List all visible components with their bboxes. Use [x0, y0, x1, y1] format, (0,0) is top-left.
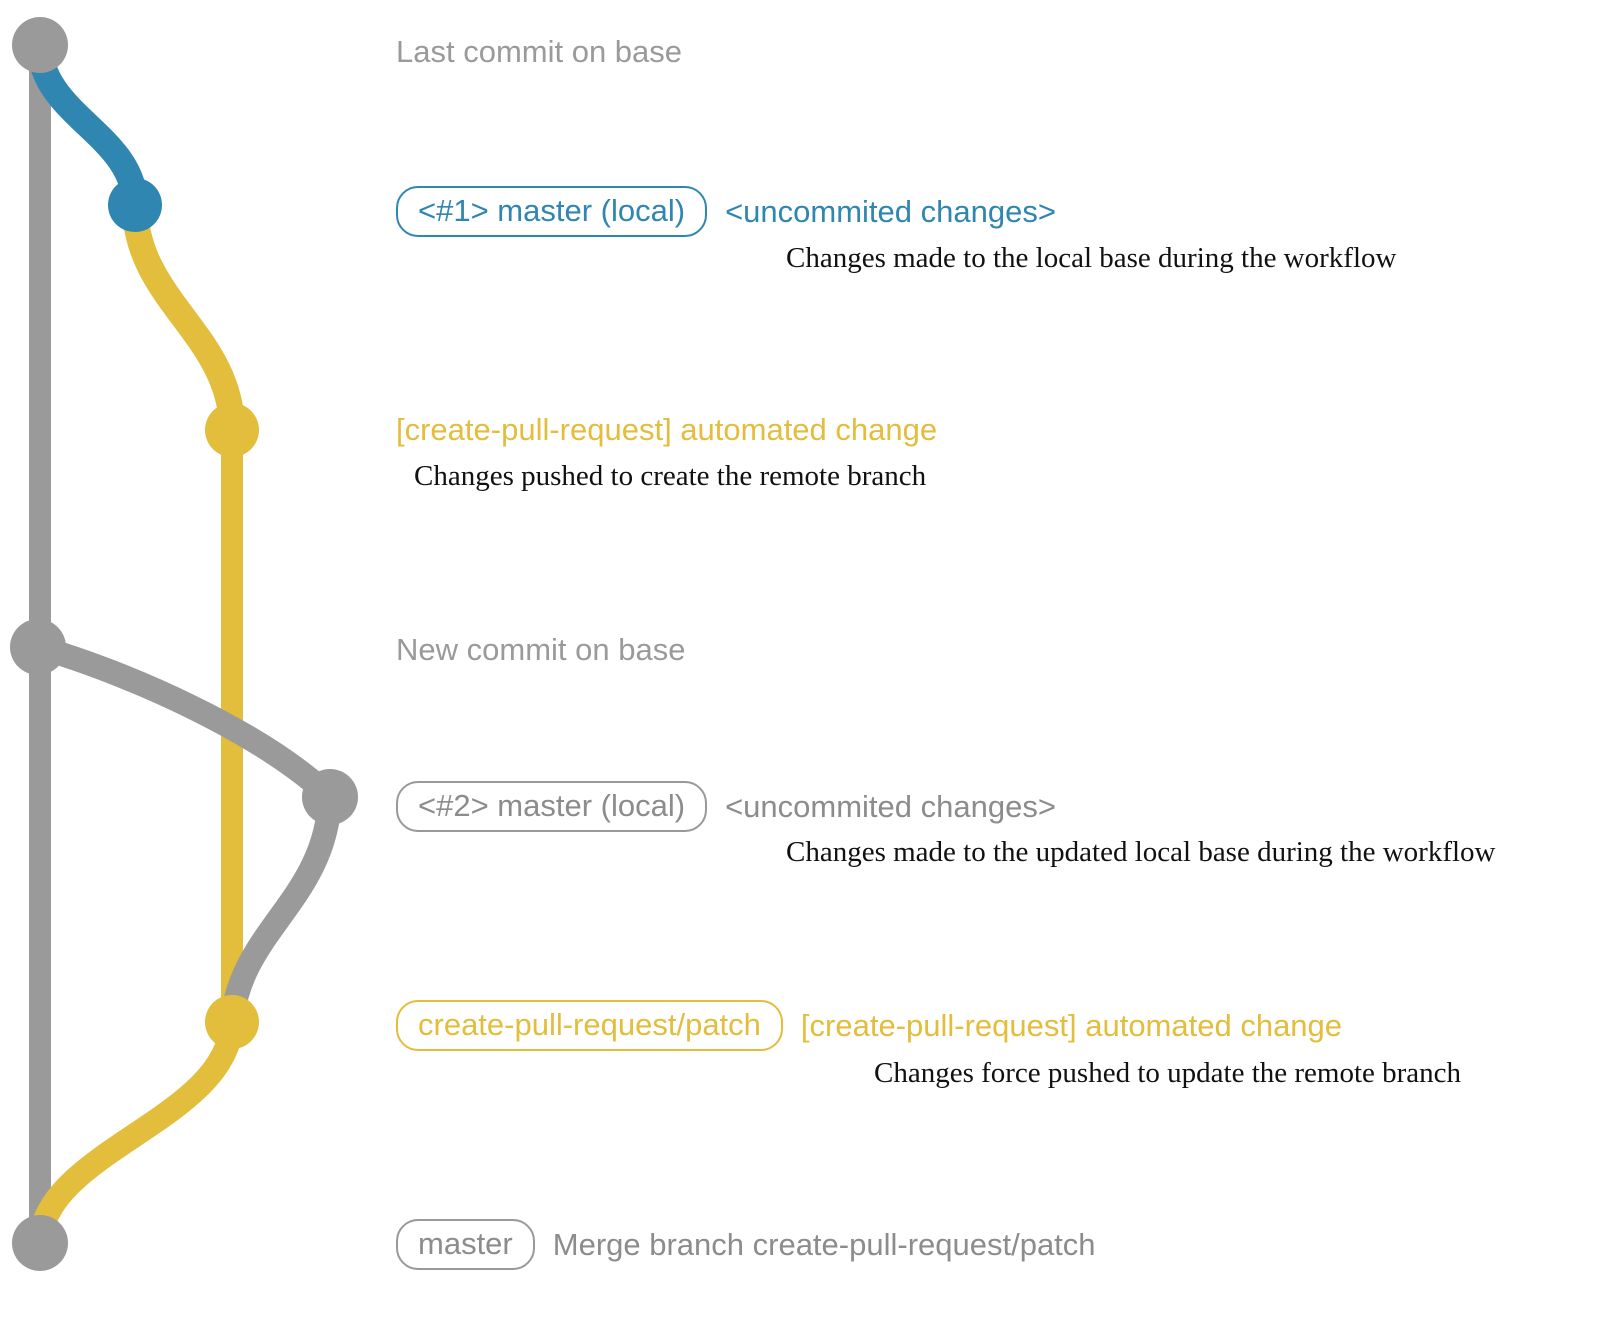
commit-node-patch-branch[interactable] [205, 995, 259, 1049]
commit-subject-master-merge: Merge branch create-pull-request/patch [552, 1227, 1096, 1262]
branch-badge-master-local-2[interactable]: <#2> master (local) [396, 781, 708, 832]
headline-last-commit-on-base: Last commit on base [396, 34, 683, 69]
commit-node-master-local-2[interactable] [302, 769, 358, 825]
commit-node-new-commit-on-base[interactable] [10, 619, 66, 675]
row-master-local-1: <#1> master (local) <uncommited changes> [396, 186, 1056, 237]
commit-subject-master-local-1: <uncommited changes> [725, 194, 1056, 229]
branch-badge-master-local-1[interactable]: <#1> master (local) [396, 186, 708, 237]
headline-new-commit-on-base: New commit on base [396, 632, 686, 667]
commit-subject-master-local-2: <uncommited changes> [725, 789, 1056, 824]
commit-node-automated-change-1[interactable] [205, 403, 259, 457]
note-master-local-1: Changes made to the local base during th… [786, 242, 1397, 274]
note-patch-branch: Changes force pushed to update the remot… [874, 1057, 1462, 1089]
headline-automated-change-1: [create-pull-request] automated change [396, 412, 938, 447]
edge-master-local-2-to-patch-2 [220, 785, 342, 1034]
row-master-merge: master Merge branch create-pull-request/… [396, 1219, 1096, 1270]
commit-subject-patch: [create-pull-request] automated change [800, 1008, 1343, 1043]
row-master-local-2: <#2> master (local) <uncommited changes> [396, 781, 1056, 832]
edge-master-local-1-to-patch-1 [122, 192, 245, 443]
branch-badge-patch[interactable]: create-pull-request/patch [396, 1000, 783, 1051]
edge-base-to-master-local-2 [26, 635, 342, 809]
git-graph [10, 17, 358, 1271]
commit-node-master-local-1[interactable] [108, 178, 162, 232]
commit-node-master-merge[interactable] [12, 1215, 68, 1271]
note-master-local-2: Changes made to the updated local base d… [786, 836, 1496, 868]
note-automated-change-1: Changes pushed to create the remote bran… [414, 460, 927, 492]
row-patch-branch: create-pull-request/patch [create-pull-r… [396, 1000, 1342, 1051]
branch-badge-master[interactable]: master [396, 1219, 535, 1270]
commit-node-last-commit-on-base[interactable] [12, 17, 68, 73]
edge-patch-2-to-master-merge [28, 1010, 244, 1255]
